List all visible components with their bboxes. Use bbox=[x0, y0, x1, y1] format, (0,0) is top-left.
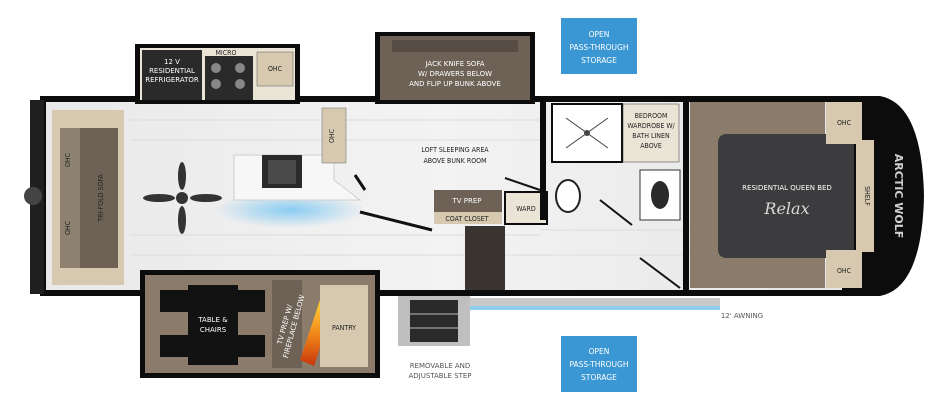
awning-label: 12' AWNING bbox=[721, 312, 763, 320]
sofa-label-2: W/ DRAWERS BELOW bbox=[418, 70, 492, 78]
wardrobe-label-4: ABOVE bbox=[640, 142, 662, 150]
storage-top-line-3: STORAGE bbox=[581, 56, 617, 65]
step-label-1: REMOVABLE AND bbox=[410, 362, 471, 370]
micro-label: MICRO bbox=[215, 49, 236, 57]
step-label-2: ADJUSTABLE STEP bbox=[408, 372, 471, 380]
shelf-label: SHELF bbox=[863, 186, 871, 206]
storage-top-line-1: OPEN bbox=[589, 30, 610, 39]
storage-bottom-callout: OPEN PASS-THROUGH STORAGE bbox=[561, 336, 637, 392]
refrigerator-label-3: REFRIGERATOR bbox=[145, 76, 199, 84]
wardrobe-label-1: BEDROOM bbox=[635, 112, 668, 120]
table-and-chairs: TABLE & CHAIRS bbox=[160, 285, 265, 365]
tv-prep-label: TV PREP bbox=[451, 197, 481, 205]
rear-lounge: TRI-FOLD SOFA OHC OHC bbox=[24, 100, 124, 294]
table-label-2: CHAIRS bbox=[200, 326, 227, 334]
refrigerator-label-2: RESIDENTIAL bbox=[149, 67, 195, 75]
table-label-1: TABLE & bbox=[197, 316, 228, 324]
lavatory-sink-icon bbox=[651, 181, 669, 209]
loft-label-2: ABOVE BUNK ROOM bbox=[423, 157, 486, 165]
entry-step: REMOVABLE AND ADJUSTABLE STEP bbox=[398, 296, 472, 380]
coat-closet-label: COAT CLOSET bbox=[445, 215, 488, 223]
ohc-kitchen-label: OHC bbox=[268, 65, 283, 73]
storage-top-callout: OPEN PASS-THROUGH STORAGE bbox=[561, 18, 637, 74]
refrigerator-label-1: 12 V bbox=[164, 58, 180, 66]
ohc-bed-bottom-label: OHC bbox=[837, 267, 852, 275]
ohc-bed-top-label: OHC bbox=[837, 119, 852, 127]
ward-label: WARD bbox=[516, 205, 536, 213]
sofa-label-1: JACK KNIFE SOFA bbox=[424, 60, 484, 68]
dinette-slideout: TABLE & CHAIRS TV PREP W/ FIREPLACE BELO… bbox=[140, 270, 380, 378]
awning: 12' AWNING bbox=[470, 298, 763, 320]
relax-text: Relax bbox=[763, 199, 809, 218]
kitchen-island bbox=[215, 154, 365, 228]
loft-label-1: LOFT SLEEPING AREA bbox=[421, 146, 489, 154]
queen-bed bbox=[718, 134, 854, 258]
sofa-slideout: JACK KNIFE SOFA W/ DRAWERS BELOW AND FLI… bbox=[375, 32, 535, 104]
storage-bottom-line-3: STORAGE bbox=[581, 373, 617, 382]
kitchen-slideout: 12 V RESIDENTIAL REFRIGERATOR MICRO OHC bbox=[135, 44, 300, 104]
center-ohc: OHC bbox=[321, 107, 367, 191]
closet-block: TV PREP COAT CLOSET WARD bbox=[359, 177, 548, 290]
storage-bottom-line-1: OPEN bbox=[589, 347, 610, 356]
brand-logo: ARCTIC WOLF bbox=[892, 154, 905, 239]
wardrobe-label-2: WARDROBE W/ bbox=[627, 122, 675, 130]
range bbox=[205, 56, 253, 100]
sofa-label-3: AND FLIP UP BUNK ABOVE bbox=[409, 80, 501, 88]
pantry-label: PANTRY bbox=[332, 324, 356, 332]
toilet-icon bbox=[555, 179, 581, 213]
ceiling-fan-icon bbox=[143, 162, 222, 234]
storage-bottom-line-2: PASS-THROUGH bbox=[570, 360, 629, 369]
stair-landing bbox=[465, 226, 505, 290]
bathroom: BEDROOM WARDROBE W/ BATH LINEN ABOVE bbox=[540, 100, 681, 226]
storage-top-line-2: PASS-THROUGH bbox=[570, 43, 629, 52]
ohc-rear-2: OHC bbox=[64, 220, 72, 235]
bedroom: RESIDENTIAL QUEEN BED Relax OHC OHC SHEL… bbox=[690, 102, 905, 288]
ohc-rear-1: OHC bbox=[64, 152, 72, 167]
wardrobe-label-3: BATH LINEN bbox=[632, 132, 670, 140]
queen-bed-label: RESIDENTIAL QUEEN BED bbox=[742, 184, 832, 192]
stove-burners bbox=[211, 63, 245, 89]
tri-fold-sofa-label: TRI-FOLD SOFA bbox=[97, 174, 105, 223]
refrigerator bbox=[142, 50, 202, 100]
ohc-center-label: OHC bbox=[328, 128, 336, 143]
